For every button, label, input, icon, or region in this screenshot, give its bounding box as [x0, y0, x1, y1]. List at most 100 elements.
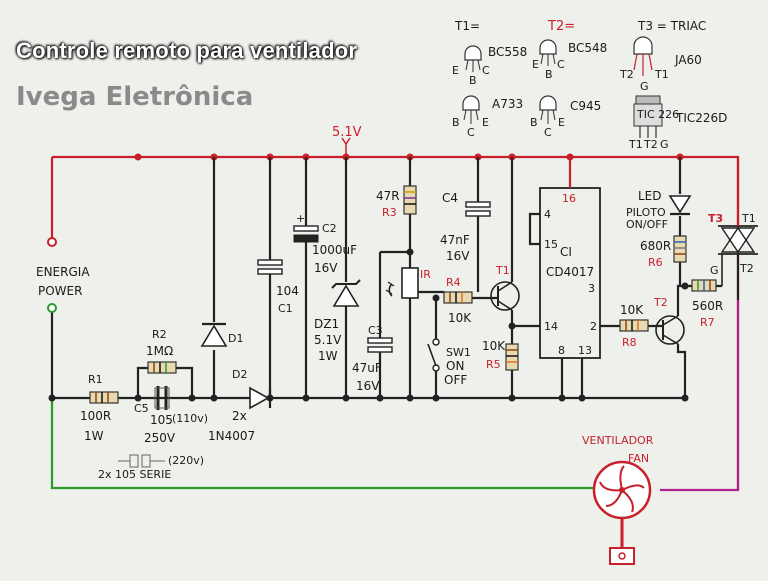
transistor-c945-icon [539, 95, 557, 124]
legend-a733-pin-c: C [467, 126, 475, 139]
transistor-t1 [490, 281, 520, 311]
diode-d1 [200, 322, 228, 347]
t3-label: T3 [708, 212, 723, 225]
t3-pin-t1: T1 [741, 212, 756, 225]
legend-tic-pin-g: G [660, 138, 669, 151]
transistor-t2-icon [539, 39, 557, 66]
r6-value: 680R [640, 239, 671, 253]
c5-voltage: 250V [144, 431, 176, 445]
resistor-r5 [505, 343, 519, 371]
ic-pin4: 4 [544, 208, 551, 221]
resistor-r8 [619, 319, 649, 332]
resistor-r2 [147, 361, 177, 374]
ic-pin13: 13 [578, 344, 592, 357]
r1-label: R1 [88, 373, 103, 386]
c4-voltage: 16V [446, 249, 470, 263]
ic-label: CI [560, 245, 572, 259]
fan-wire [660, 300, 740, 492]
t3-pin-g: G [710, 264, 719, 277]
legend-t2-pin-e: E [532, 58, 539, 71]
c5-label: C5 [134, 402, 149, 415]
diode-part: 1N4007 [208, 429, 255, 443]
zener-dz1 [331, 279, 361, 307]
legend-t2-tag: T2= [547, 19, 575, 34]
resistor-r1 [89, 391, 119, 404]
resistor-r7 [691, 279, 717, 292]
fan-label-en: FAN [628, 452, 649, 465]
legend-a733-pin-e: E [482, 116, 489, 129]
legend-t2-pin-b: B [545, 68, 553, 81]
capacitor-c5 [154, 386, 170, 410]
t2-label: T2 [653, 296, 668, 309]
c5-value: 105 [150, 413, 173, 427]
legend-a733-part: A733 [492, 97, 523, 111]
legend-t1-tag: T1= [454, 19, 480, 33]
legend-c945-pin-c: C [544, 126, 552, 139]
ic-pin14: 14 [544, 320, 558, 333]
r4-value: 10K [448, 311, 472, 325]
legend-t3-pin-g: G [640, 80, 649, 93]
dz1-power: 1W [318, 349, 338, 363]
dz1-voltage: 5.1V [314, 333, 342, 347]
series-note-text: 2x 105 SERIE [98, 468, 171, 481]
legend-t3-part: JA60 [674, 53, 702, 67]
c2-label: C2 [322, 222, 337, 235]
legend-t1-part: BC558 [488, 45, 527, 59]
fan-icon [592, 460, 652, 565]
page-subtitle: Ivega Eletrônica [16, 82, 254, 112]
sw1-on: ON [446, 359, 464, 373]
led-onoff: ON/OFF [626, 218, 668, 231]
d2-label: D2 [232, 368, 247, 381]
c3-value: 47uF [352, 361, 382, 375]
ir-receiver [385, 267, 419, 299]
power-label: POWER [38, 284, 82, 298]
capacitor-c3 [367, 337, 393, 353]
r7-label: R7 [700, 316, 715, 329]
resistor-r4 [443, 291, 473, 304]
r8-label: R8 [622, 336, 637, 349]
led-label: LED [638, 189, 662, 203]
tic226-package-icon [633, 95, 663, 138]
fan-label-pt: VENTILADOR [582, 434, 654, 447]
legend-tic-pin-t2: T2 [643, 138, 658, 151]
legend-t3-tag: T3 = TRIAC [637, 19, 706, 33]
legend-t1-pin-c: C [482, 64, 490, 77]
legend-tic-pin-t1: T1 [628, 138, 643, 151]
sw1-label: SW1 [446, 346, 471, 359]
legend-c945-pin-b: B [530, 116, 538, 129]
ic-pin3: 3 [588, 282, 595, 295]
r1-power: 1W [84, 429, 104, 443]
legend-t3-pin-t1: T1 [654, 68, 669, 81]
ic-pin2: 2 [590, 320, 597, 333]
page-title: Controle remoto para ventilador [16, 38, 358, 63]
legend-tic-body: TIC 226 [636, 108, 679, 121]
legend-t2-part: BC548 [568, 41, 607, 55]
r5-value: 10K [482, 339, 506, 353]
c5-voltage-110: (110v) [172, 412, 208, 425]
legend-c945-part: C945 [570, 99, 601, 113]
c2-value: 1000uF [312, 243, 357, 257]
c1-value: 104 [276, 284, 299, 298]
capacitor-c4 [465, 201, 491, 217]
ic-pin15: 15 [544, 238, 558, 251]
led-pilot [668, 195, 692, 216]
series-capacitor-note [118, 454, 165, 468]
neutral-wire [50, 398, 600, 490]
legend-tic-part: TIC226D [675, 111, 727, 125]
capacitor-c1 [257, 259, 283, 275]
ir-label: IR [420, 268, 431, 281]
transistor-t1-icon [464, 45, 482, 72]
ic-part: CD4017 [546, 265, 594, 279]
triac-t3-icon [633, 36, 653, 76]
sw1-off: OFF [444, 373, 467, 387]
t3-pin-t2: T2 [739, 262, 754, 275]
rail-voltage-label: 5.1V [332, 125, 362, 140]
r8-value: 10K [620, 303, 644, 317]
r6-label: R6 [648, 256, 663, 269]
r2-label: R2 [152, 328, 167, 341]
led-piloto: PILOTO [626, 206, 666, 219]
power-terminal-top [47, 237, 57, 247]
power-terminal-bottom [47, 303, 57, 313]
d1-label: D1 [228, 332, 243, 345]
